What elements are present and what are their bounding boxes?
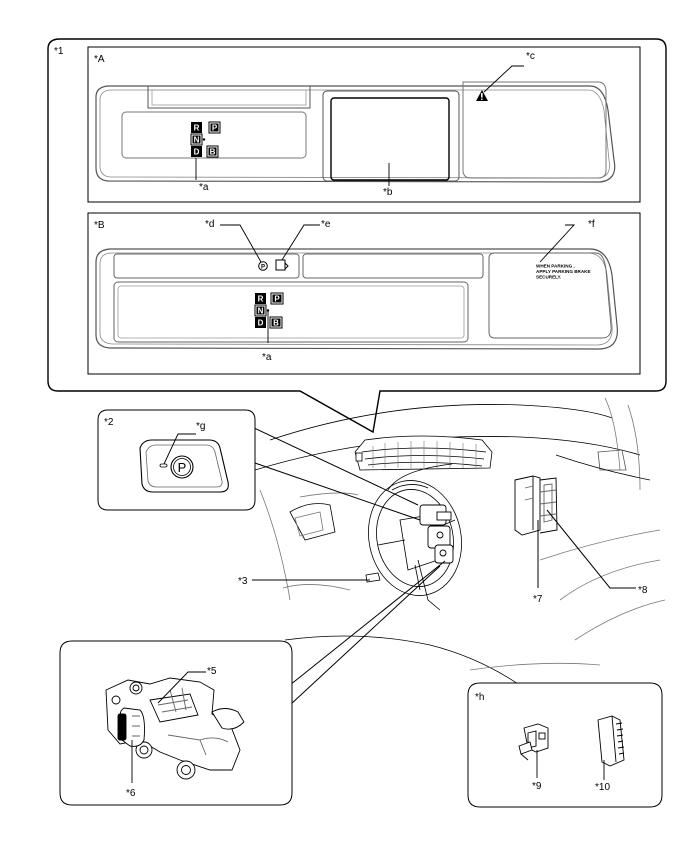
dashboard-illustration — [254, 397, 666, 701]
callout-c: *c — [526, 51, 535, 62]
callout-9: *9 — [532, 781, 542, 792]
shift-lever-part — [365, 572, 381, 583]
callout-e: *e — [321, 219, 331, 230]
callout-a-view: *A — [94, 54, 105, 65]
meter-view-b: *B P WHEN PARKING , APPLY PARKING BRAKE … — [87, 212, 641, 375]
svg-text:B: B — [273, 319, 279, 328]
shift-indicator-b: R P N D B — [254, 292, 284, 329]
svg-text:B: B — [210, 148, 216, 157]
svg-text:P: P — [274, 295, 280, 304]
connector-part-9 — [518, 723, 549, 778]
svg-text:N: N — [258, 307, 264, 316]
parking-message-line1: WHEN PARKING , — [536, 264, 575, 269]
callout-a-bottom: *a — [262, 352, 272, 363]
meter-view-a: *A — [87, 46, 641, 203]
steering-column-switches — [419, 504, 454, 564]
p-switch-indicator-light — [159, 463, 168, 468]
combination-meter-assembly — [354, 435, 493, 471]
callout-2: *2 — [104, 417, 114, 428]
svg-text:R: R — [194, 124, 200, 133]
ecu-stack — [514, 475, 558, 536]
parking-message-line3: SECURELY. — [536, 275, 561, 280]
ecu-part-10 — [597, 715, 625, 780]
shift-indicator-a: R P N D B — [190, 121, 221, 158]
svg-text:P: P — [261, 265, 265, 271]
callout-7: *7 — [533, 594, 543, 605]
component-detail-h: *h *9 *10 — [467, 682, 663, 808]
parking-message-line2: APPLY PARKING BRAKE — [536, 269, 591, 274]
callout-1: *1 — [54, 46, 64, 57]
leader-lines-panel-1 — [195, 65, 576, 343]
svg-text:D: D — [258, 319, 264, 328]
shift-lever-assembly-detail: *5 *6 — [59, 640, 293, 806]
callout-5: *5 — [207, 666, 217, 677]
svg-text:R: R — [258, 295, 264, 304]
callout-f: *f — [588, 219, 595, 230]
p-switch-button — [170, 455, 194, 479]
callout-a-top: *a — [199, 182, 209, 193]
callout-6: *6 — [126, 788, 136, 799]
callout-b: *b — [383, 187, 393, 198]
p-position-indicator-icon — [275, 259, 289, 271]
callout-h: *h — [475, 692, 484, 703]
svg-text:N: N — [194, 136, 200, 145]
callout-b-view: *B — [94, 220, 105, 231]
callout-8: *8 — [638, 585, 648, 596]
callout-3: *3 — [238, 576, 248, 587]
callout-d: *d — [205, 219, 214, 230]
parking-brake-icon — [258, 261, 268, 271]
p-switch-symbol: P — [178, 460, 187, 475]
svg-text:P: P — [212, 124, 218, 133]
combination-meter-detail: *1 *A *B — [47, 38, 667, 434]
callout-10: *10 — [595, 782, 610, 793]
p-position-switch-detail: *2 P *g — [97, 409, 256, 511]
callout-g: *g — [196, 421, 205, 432]
inset-leader-lines — [251, 427, 636, 706]
svg-text:D: D — [194, 148, 200, 157]
